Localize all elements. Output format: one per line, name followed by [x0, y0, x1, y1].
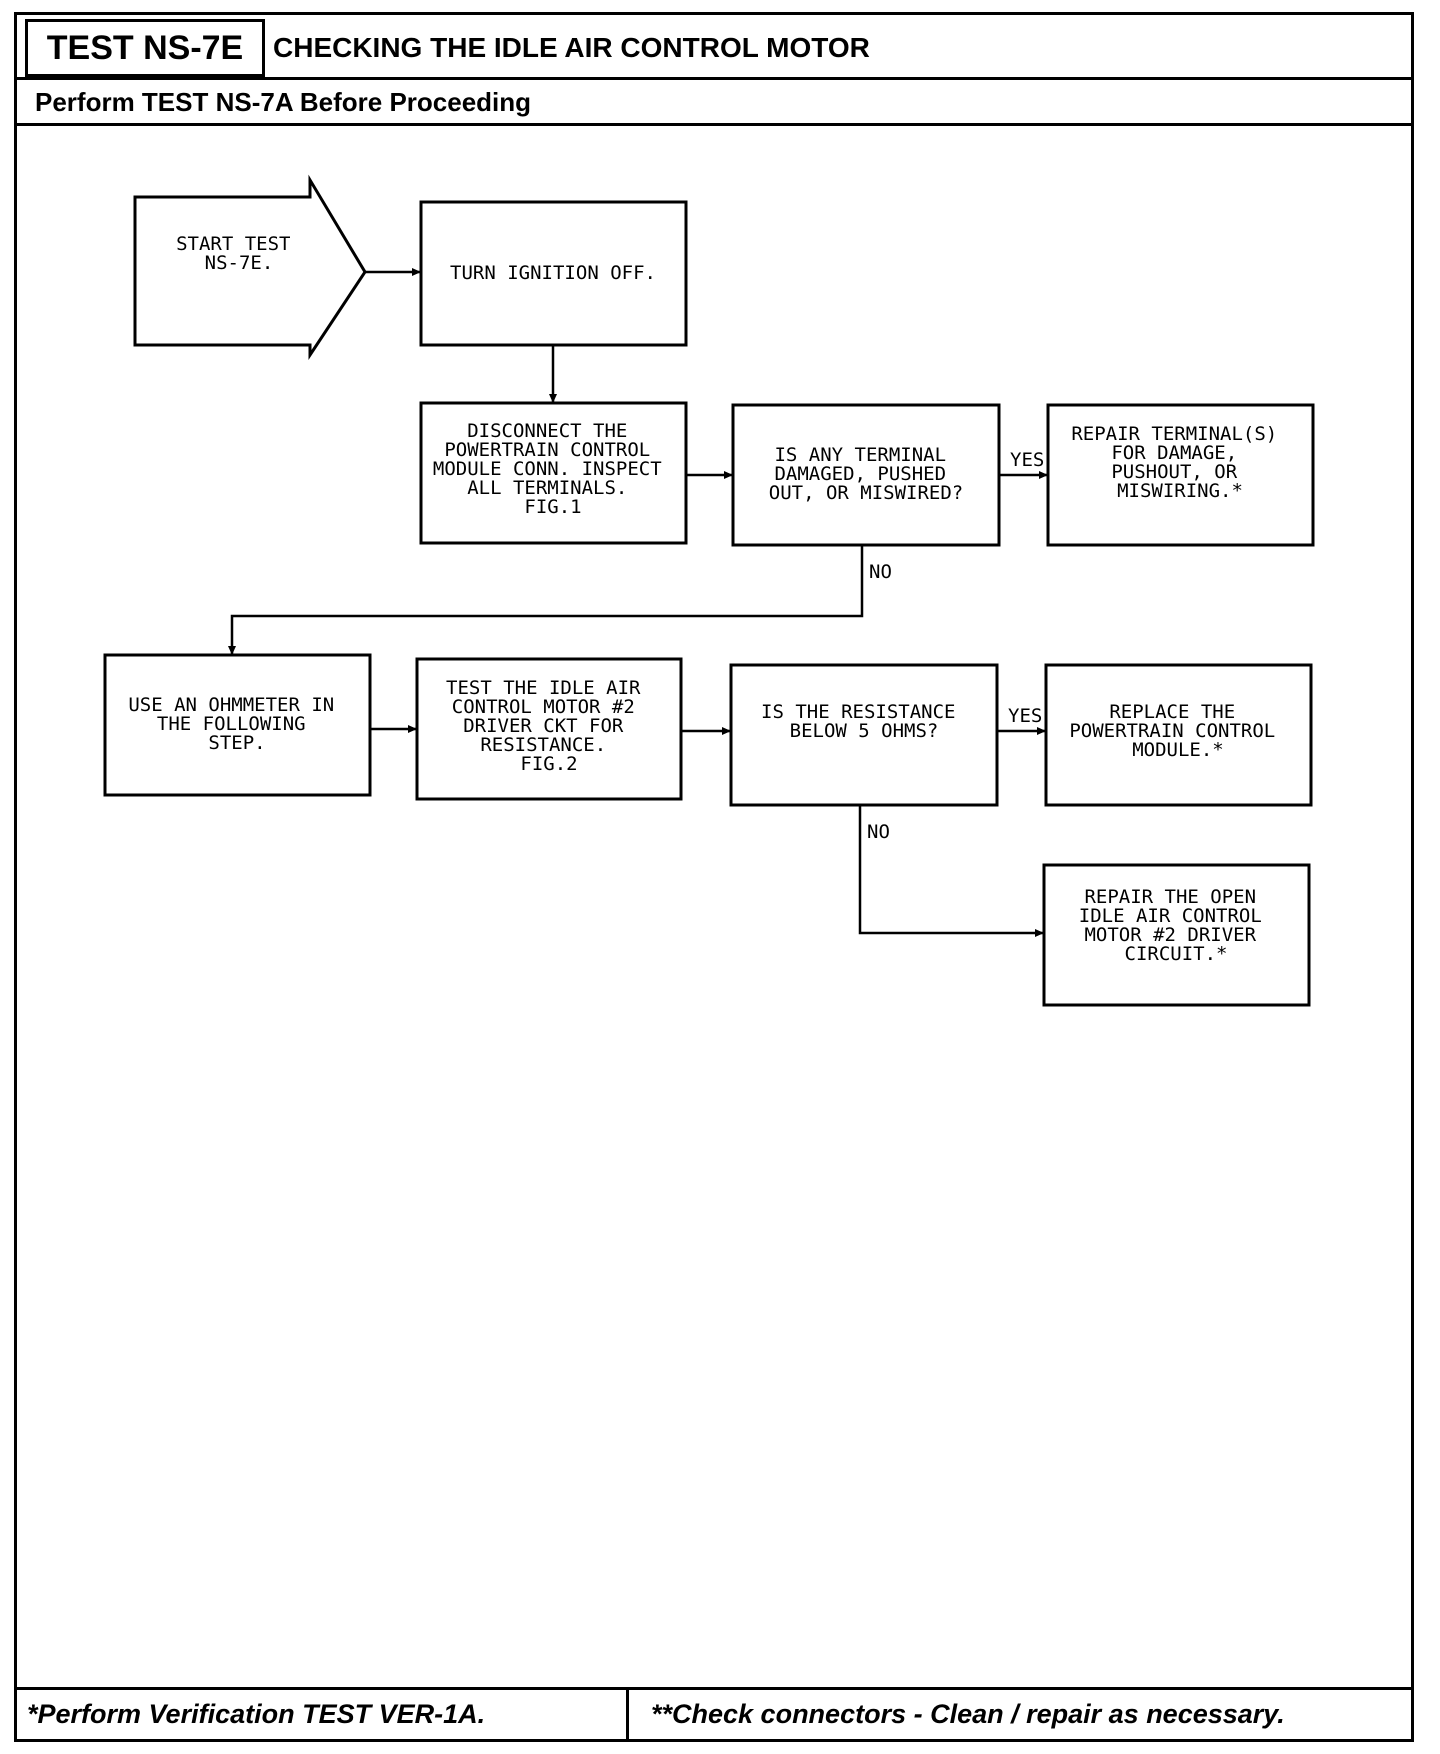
procedure-page: TEST NS-7E CHECKING THE IDLE AIR CONTROL… — [14, 12, 1414, 1742]
page-title: CHECKING THE IDLE AIR CONTROL MOTOR — [273, 32, 870, 63]
yes-label-terminal: YES — [1010, 449, 1044, 471]
footer-verification-note: *Perform Verification TEST VER-1A. — [17, 1690, 629, 1739]
resistance-decision-text: IS THE RESISTANCE BELOW 5 OHMS? — [761, 701, 967, 742]
arrow-decision-no-to-ohmmeter — [228, 545, 864, 655]
yes-label-resistance: YES — [1008, 705, 1042, 727]
test-driver-text: TEST THE IDLE AIR CONTROL MOTOR #2 DRIVE… — [446, 677, 652, 775]
footer-connector-note: **Check connectors - Clean / repair as n… — [651, 1699, 1285, 1729]
header-divider — [17, 77, 1411, 80]
start-node-text: START TEST NS-7E. — [176, 233, 302, 274]
test-id: TEST NS-7E — [25, 19, 265, 77]
ohmmeter-text: USE AN OHMMETER IN THE FOLLOWING STEP. — [128, 694, 345, 754]
ignition-off-text: TURN IGNITION OFF. — [450, 262, 656, 284]
no-label-resistance: NO — [867, 821, 890, 843]
flowchart: START TEST NS-7E. TURN IGNITION OFF. DIS… — [103, 174, 1315, 1007]
disconnect-pcm-text: DISCONNECT THE POWERTRAIN CONTROL MODULE… — [433, 420, 673, 518]
subheader-divider — [17, 123, 1411, 126]
replace-pcm-text: REPLACE THE POWERTRAIN CONTROL MODULE.* — [1069, 701, 1286, 761]
replace-pcm-box — [1044, 663, 1313, 807]
start-arrow-shape — [133, 174, 367, 360]
terminal-decision-text: IS ANY TERMINAL DAMAGED, PUSHED OUT, OR … — [769, 444, 963, 504]
repair-open-text: REPAIR THE OPEN IDLE AIR CONTROL MOTOR #… — [1079, 886, 1273, 965]
ohmmeter-box — [103, 653, 372, 797]
resistance-decision-box — [729, 663, 999, 807]
repair-terminal-text: REPAIR TERMINAL(S) FOR DAMAGE, PUSHOUT, … — [1071, 423, 1288, 502]
footer: *Perform Verification TEST VER-1A. **Che… — [17, 1687, 1411, 1739]
arrow-resistance-no-to-repair — [858, 805, 1044, 937]
no-label-terminal: NO — [869, 561, 892, 583]
repair-open-box — [1042, 863, 1311, 1007]
prerequisite-note: Perform TEST NS-7A Before Proceeding — [35, 86, 532, 117]
